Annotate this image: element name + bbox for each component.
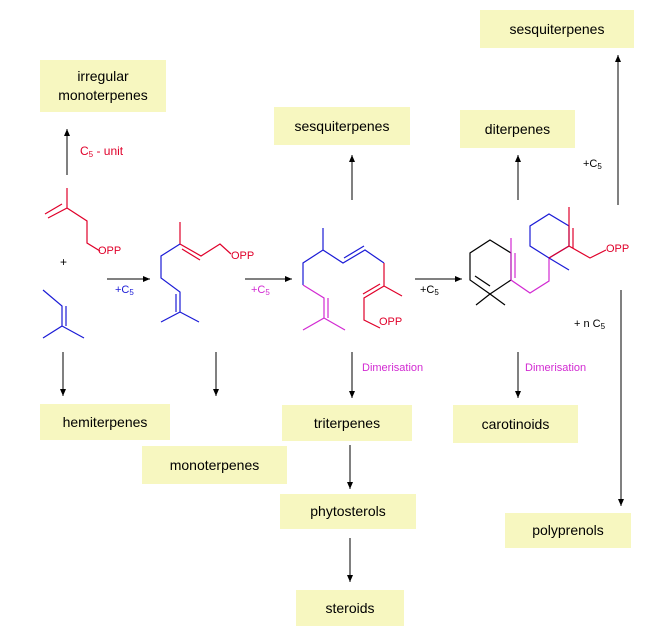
label-dimerisation-triterpenes: Dimerisation: [362, 362, 424, 374]
label-c5-unit: C5 - unit: [80, 144, 124, 159]
box-monoterpenes: monoterpenes: [142, 446, 287, 484]
label-dimerisation-carotinoids: Dimerisation: [525, 362, 587, 374]
label-plus-c5-magenta: +C5: [251, 284, 270, 297]
box-phytosterols: phytosterols: [280, 494, 416, 529]
box-carotinoids: carotinoids: [453, 405, 578, 443]
box-irregular-monoterpenes: irregular monoterpenes: [40, 60, 166, 112]
farnesyl-pyrophosphate: [302, 228, 403, 331]
label-plus-n-c5: + n C5: [574, 318, 606, 331]
geranyl-pyrophosphate: [160, 222, 232, 323]
isopentenyl-pyrophosphate: [44, 188, 101, 252]
box-polyprenols: polyprenols: [505, 513, 631, 548]
box-sesquiterpenes-top: sesquiterpenes: [480, 10, 634, 48]
box-triterpenes: triterpenes: [282, 405, 412, 441]
box-sesquiterpenes-mid: sesquiterpenes: [274, 107, 410, 145]
label-opp-ggpp: OPP: [606, 243, 630, 255]
label-opp-ipp: OPP: [98, 245, 122, 257]
label-opp-gpp: OPP: [231, 250, 255, 262]
label-plus: +: [60, 255, 68, 269]
label-plus-c5-blue: +C5: [115, 284, 134, 297]
box-hemiterpenes: hemiterpenes: [40, 404, 170, 440]
label-plus-c5-top: +C5: [583, 158, 602, 171]
label-opp-fpp: OPP: [379, 316, 403, 328]
label-plus-c5-black: +C5: [420, 284, 439, 297]
box-steroids: steroids: [296, 590, 404, 626]
geranylgeranyl-pyrophosphate: [469, 207, 607, 306]
dimethylallyl-pyrophosphate: [42, 289, 85, 339]
box-diterpenes: diterpenes: [460, 110, 575, 148]
